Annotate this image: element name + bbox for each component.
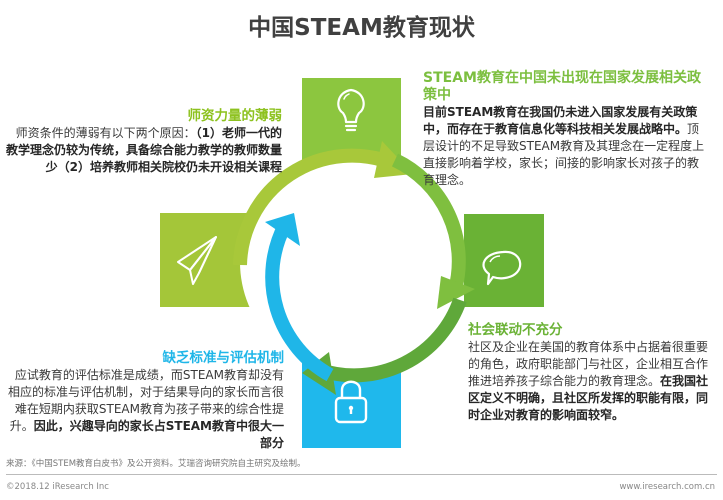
arrow-green-mid xyxy=(391,153,466,292)
paper-plane-icon xyxy=(177,236,217,285)
body-standards-lack: 应试教育的评估标准是成绩，而STEAM教育却没有相应的标准与评估机制，对于结果导… xyxy=(4,367,284,452)
heading-teacher-weakness: 师资力量的薄弱 xyxy=(187,108,283,124)
lightbulb-icon xyxy=(337,88,365,132)
body-policy-absence: 目前STEAM教育在我国仍未进入国家发展有关政策中，而存在于教育信息化等科技相关… xyxy=(423,104,708,189)
footer-copyright: ©2018.12 iResearch Inc xyxy=(6,482,109,492)
arrow-lime xyxy=(233,148,395,266)
body-normal: 师资条件的薄弱有以下两个原因： xyxy=(15,126,196,140)
speech-bubble-icon xyxy=(482,250,522,286)
arrow-green-mid-head xyxy=(437,276,475,309)
heading-social-linkage: 社会联动不充分 xyxy=(468,322,563,338)
body-bold: 因此，兴趣导向的家长占STEAM教育中很大一部分 xyxy=(33,419,284,450)
footer-divider xyxy=(6,474,717,475)
body-teacher-weakness: 师资条件的薄弱有以下两个原因：（1）老师一代的教学理念仍较为传统，具备综合能力教… xyxy=(4,125,282,176)
right-square xyxy=(464,214,544,307)
footer-url: www.iresearch.com.cn xyxy=(619,482,715,492)
body-bold: （1）老师一代的教学理念仍较为传统，具备综合能力教学的教师数量少（2）培养教师相… xyxy=(5,126,282,174)
center-disc xyxy=(240,150,464,374)
padlock-icon xyxy=(334,380,368,424)
page-title: 中国STEAM教育现状 xyxy=(248,15,475,41)
arrow-blue xyxy=(265,221,334,382)
body-bold: 在我国社区定义不明确，且社区所发挥的职能有限，同时企业对教育的影响面较窄。 xyxy=(468,374,709,422)
body-normal: 社区及企业在美国的教育体系中占据着很重要的角色，政府职能部门与社区，企业相互合作… xyxy=(468,340,709,388)
block-social-linkage: 社会联动不充分 社区及企业在美国的教育体系中占据着很重要的角色，政府职能部门与社… xyxy=(468,322,718,424)
block-teacher-weakness: 师资力量的薄弱 师资条件的薄弱有以下两个原因：（1）老师一代的教学理念仍较为传统… xyxy=(4,108,282,176)
heading-policy-absence: STEAM教育在中国未出现在国家发展相关政策中 xyxy=(423,70,701,103)
footer-source: 来源：《中国STEM教育白皮书》及公开资料。艾瑞咨询研究院自主研究及绘制。 xyxy=(6,459,306,469)
block-policy-absence: STEAM教育在中国未出现在国家发展相关政策中 目前STEAM教育在我国仍未进入… xyxy=(423,70,708,189)
heading-standards-lack: 缺乏标准与评估机制 xyxy=(162,350,285,366)
body-social-linkage: 社区及企业在美国的教育体系中占据着很重要的角色，政府职能部门与社区，企业相互合作… xyxy=(468,339,718,424)
body-bold: 目前STEAM教育在我国仍未进入国家发展有关政策中，而存在于教育信息化等科技相关… xyxy=(423,105,698,136)
body-normal: 顶层设计的不足导致STEAM教育及其理念在一定程度上直接影响着学校，家长；间接的… xyxy=(423,122,705,187)
body-normal: 应试教育的评估标准是成绩，而STEAM教育却没有相应的标准与评估机制，对于结果导… xyxy=(7,368,284,433)
block-standards-lack: 缺乏标准与评估机制 应试教育的评估标准是成绩，而STEAM教育却没有相应的标准与… xyxy=(4,350,284,452)
arrow-blue-head xyxy=(265,213,300,246)
arrow-green-dark xyxy=(317,297,467,383)
